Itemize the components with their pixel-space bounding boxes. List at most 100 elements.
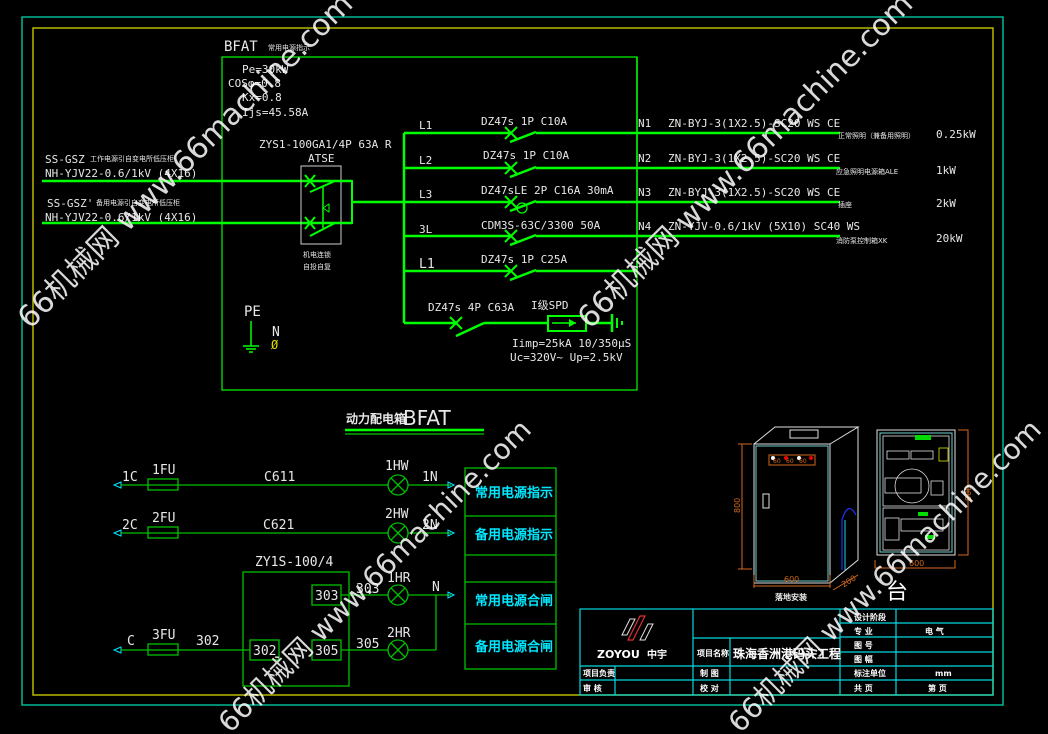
row3-wire: 302 [196, 634, 219, 649]
tb-k-0: 设计阶段 [854, 612, 886, 622]
branch-2: L2 DZ47s 1P C10A N2 ZN-BYJ-3(1X2.5)-SC20… [404, 149, 956, 179]
row2-wire: C621 [263, 518, 294, 533]
branch-4-cable: ZN-YJV-0.6/1kV (5X10) SC40 WS [668, 220, 860, 233]
tb-bl-k-0: 项目负责 [583, 668, 615, 678]
n-label: N [272, 325, 280, 340]
company-en: ZOYOU [597, 648, 640, 661]
branch-5-breaker: DZ47s 1P C25A [481, 253, 567, 266]
watermark-3: 66机械网 www.66machine.com [212, 413, 538, 734]
branch-4-power: 20kW [936, 232, 963, 245]
branch-4-load: 消防泵控制箱XK [836, 236, 888, 245]
tb-k-1: 专 业 [854, 626, 873, 636]
spd-spec-2: Uc=320V~ Up=2.5kV [510, 351, 623, 364]
legend-1: 常用电源指示 [475, 485, 553, 501]
tb-k-5: 共 页 [854, 683, 873, 693]
row3-w303: 303 [356, 582, 379, 597]
terminal-302-label: 302 [253, 644, 276, 659]
branch-3-circuit: N3 [638, 186, 651, 199]
row1-right: 1N [422, 470, 438, 485]
param-pe: Pe=30kW [242, 63, 289, 76]
tb-bl-k2-1: 校 对 [700, 683, 719, 693]
branch-1: L1 DZ47s 1P C10A N1 ZN-BYJ-3(1X2.5)-SC20… [404, 115, 976, 144]
control-legend-table [464, 467, 557, 670]
row3-right: N [432, 580, 440, 595]
branch-2-breaker: DZ47s 1P C10A [483, 149, 569, 162]
atse-type: ATSE [308, 152, 335, 165]
control-row-3 [112, 584, 456, 661]
row3-lamp-1: 1HR [387, 571, 411, 586]
atse-switch-symbol [304, 174, 353, 237]
legend-5: 备用电源合闸 [474, 639, 553, 655]
diagram-title-code: BFAT [403, 406, 452, 430]
incoming-1-cable: NH-YJV22-0.6/1kV (4X16) [45, 167, 197, 180]
tb-v-1: 电 气 [925, 626, 944, 636]
row1-left: 1C [122, 470, 138, 485]
row2-right: 2N [422, 518, 438, 533]
branch-3: L3 DZ47sLE 2P C16A 30mA N3 ZN-BYJ-3(1X2.… [404, 184, 956, 214]
branch-4-phase: 3L [419, 223, 433, 236]
branch-1-circuit: N1 [638, 117, 651, 130]
branch-3-cable: ZN-BYJ-3(1X2.5)-SC20 WS CE [668, 186, 840, 199]
tb-bl-k2-0: 制 图 [700, 668, 719, 678]
branch-2-phase: L2 [419, 154, 432, 167]
row1-fuse: 1FU [152, 463, 175, 478]
row3-fuse: 3FU [152, 628, 175, 643]
branch-4-breaker: CDM3S-63C/3300 50A [481, 219, 601, 232]
cabinet-isometric [738, 426, 860, 591]
spd-breaker: DZ47s 4P C63A [428, 301, 514, 314]
zoyou-logo-icon [621, 615, 654, 641]
incoming-2-label: SS-GSZ' [47, 197, 93, 210]
branch-5-phase: L1 [419, 257, 435, 272]
branch-1-breaker: DZ47s 1P C10A [481, 115, 567, 128]
tb-k-2: 图 号 [854, 641, 873, 650]
branch-1-phase: L1 [419, 119, 432, 132]
watermark-4: 66机械网 www.66machine.com [722, 413, 1048, 734]
row2-fuse: 2FU [152, 511, 175, 526]
branch-2-power: 1kW [936, 164, 956, 177]
spd-label: I级SPD [531, 299, 569, 312]
cabinet-width: 600 [784, 575, 799, 584]
panel-height: 800 [964, 486, 973, 501]
outer-frame [21, 16, 1004, 706]
meter-3: 60 [799, 458, 807, 465]
branch-2-cable: ZN-BYJ-3(1X2.5)-SC20 WS CE [668, 152, 840, 165]
terminal-303-label: 303 [315, 589, 338, 604]
project-label: 项目名称 [697, 648, 729, 658]
param-kx: Kx=0.8 [242, 91, 282, 104]
incoming-1-label: SS-GSZ [45, 153, 85, 166]
control-row-1 [112, 474, 456, 496]
box-name: BFAT [224, 39, 258, 55]
project-name: 珠海香洲港码头工程 [733, 646, 841, 661]
branch-3-phase: L3 [419, 188, 432, 201]
panel-layout [874, 429, 969, 569]
cabinet-height: 800 [733, 498, 742, 513]
n-symbol: Ø [271, 338, 279, 352]
switch-box [242, 571, 350, 687]
incoming-1-note: 工作电源引自变电所低压柜 [90, 154, 174, 163]
row1-lamp: 1HW [385, 459, 409, 474]
legend-2: 备用电源指示 [474, 527, 553, 543]
branch-3-load: 插座 [838, 200, 852, 209]
panel-width: 600 [909, 559, 924, 568]
row2-left: 2C [122, 518, 138, 533]
branch-3-breaker: DZ47sLE 2P C16A 30mA [481, 184, 614, 197]
atse-model: ZYS1-100GA1/4P 63A R [259, 138, 392, 151]
tb-v-4: mm [935, 669, 952, 678]
inner-frame [32, 27, 994, 696]
branch-1-cable: ZN-BYJ-3(1X2.5)-SC20 WS CE [668, 117, 840, 130]
switch-model: ZY1S-100/4 [255, 555, 333, 570]
meter-2: 60 [786, 458, 794, 465]
tb-k-3: 图 幅 [854, 654, 873, 664]
tb-bl-k-1: 审 核 [583, 683, 602, 693]
legend-4: 常用电源合闸 [475, 593, 553, 609]
row2-lamp: 2HW [385, 507, 409, 522]
branch-4: 3L CDM3S-63C/3300 50A N4 ZN-YJV-0.6/1kV … [404, 219, 963, 247]
install-caption: 落地安装 [775, 592, 807, 602]
diagram-title: 动力配电箱 [346, 411, 406, 426]
ground-icon [243, 321, 259, 353]
row3-lamp-2: 2HR [387, 626, 411, 641]
company-cn: 中宇 [647, 648, 667, 661]
pe-label: PE [244, 304, 261, 320]
atse-note-1: 机电连锁 [303, 250, 331, 259]
